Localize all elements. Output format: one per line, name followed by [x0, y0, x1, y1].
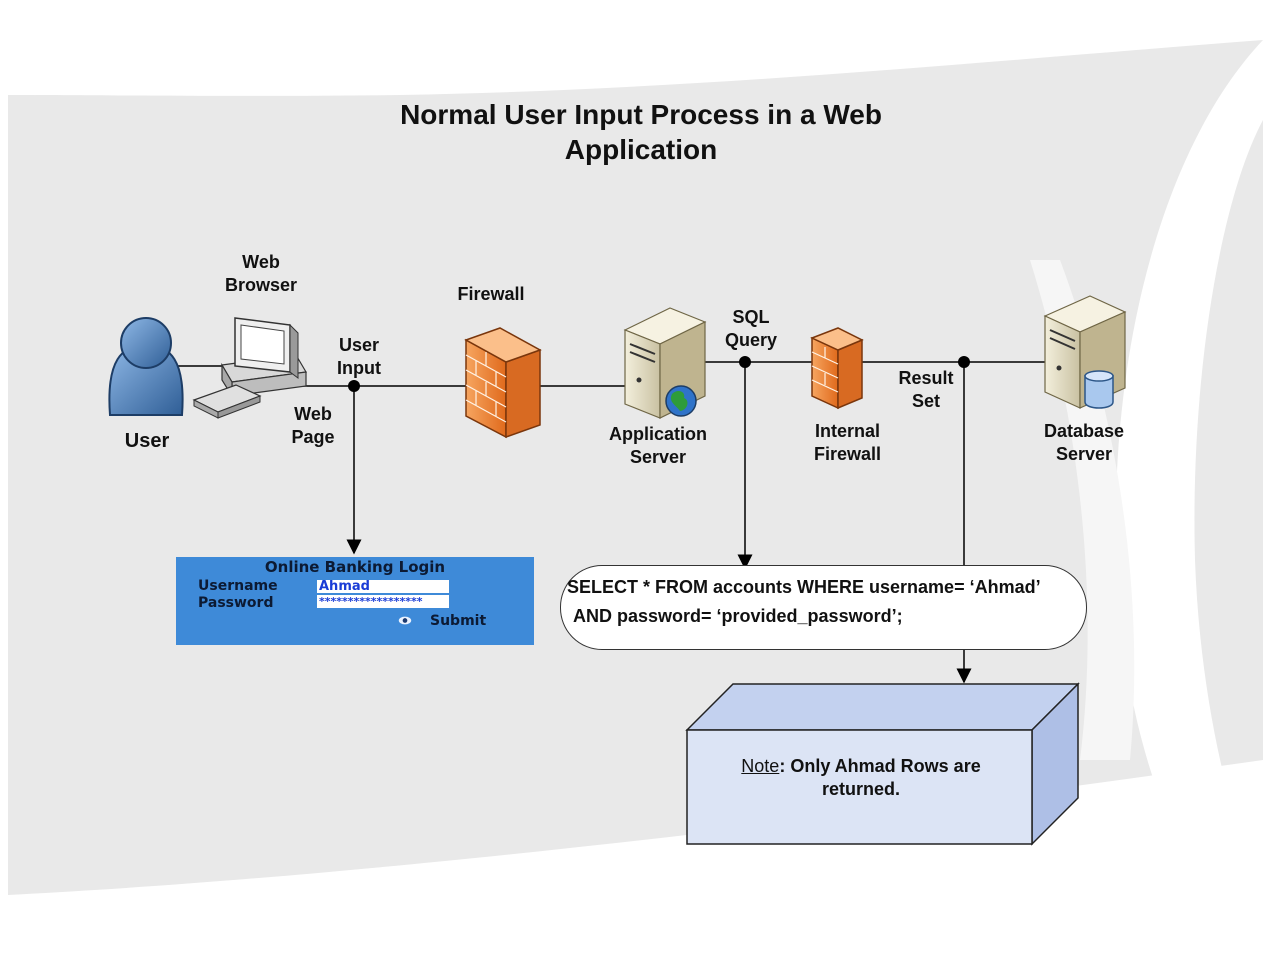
title-line-2: Application [564, 134, 718, 165]
application-server-label: Application Server [609, 424, 707, 467]
web-browser-label: Web Browser [224, 252, 298, 295]
password-field[interactable]: ****************** [317, 595, 449, 608]
user-icon [108, 317, 184, 416]
sql-line-2: AND password= ‘provided_password’; [573, 606, 903, 626]
result-set-label: Result Set [898, 368, 954, 411]
user-label: User [124, 430, 170, 452]
firewall-icon [464, 327, 542, 439]
user-input-label: User Input [337, 335, 381, 378]
database-server-icon [1043, 295, 1127, 409]
web-page-label: Web Page [291, 404, 335, 447]
username-label: Username [198, 578, 278, 594]
connectors [178, 361, 1045, 684]
online-banking-login-form: Online Banking Login Username Password A… [176, 557, 534, 645]
submit-button[interactable]: Submit [430, 613, 487, 629]
note-line-2: returned. [821, 779, 900, 799]
user-input-junction [348, 380, 360, 392]
sql-query-junction [739, 356, 751, 368]
sql-query-box: SELECT * FROM accounts WHERE username= ‘… [560, 565, 1087, 650]
username-field[interactable]: Ahmad [317, 580, 449, 593]
note-label: Note [741, 756, 780, 776]
password-label: Password [198, 595, 274, 611]
computer-icon [192, 317, 307, 419]
submit-radio-icon [398, 616, 412, 625]
sql-query-label: SQL Query [724, 307, 778, 350]
diagram-title: Normal User Input Process in a Web Appli… [300, 97, 982, 167]
note-line-1: : Only Ahmad Rows are [779, 756, 981, 776]
firewall-label: Firewall [457, 284, 525, 304]
internal-firewall-label: Internal Firewall [813, 421, 882, 464]
result-set-junction [958, 356, 970, 368]
note-box [685, 682, 1080, 846]
login-heading: Online Banking Login [264, 558, 446, 576]
database-server-label: Database Server [1043, 421, 1125, 464]
sql-line-1: SELECT * FROM accounts WHERE username= ‘… [567, 577, 1041, 597]
application-server-icon [623, 307, 707, 419]
background [8, 8, 1263, 971]
note-text: Note: Only Ahmad Rows are returned. [690, 755, 1032, 801]
internal-firewall-icon [810, 327, 864, 410]
title-line-1: Normal User Input Process in a Web [400, 99, 882, 130]
